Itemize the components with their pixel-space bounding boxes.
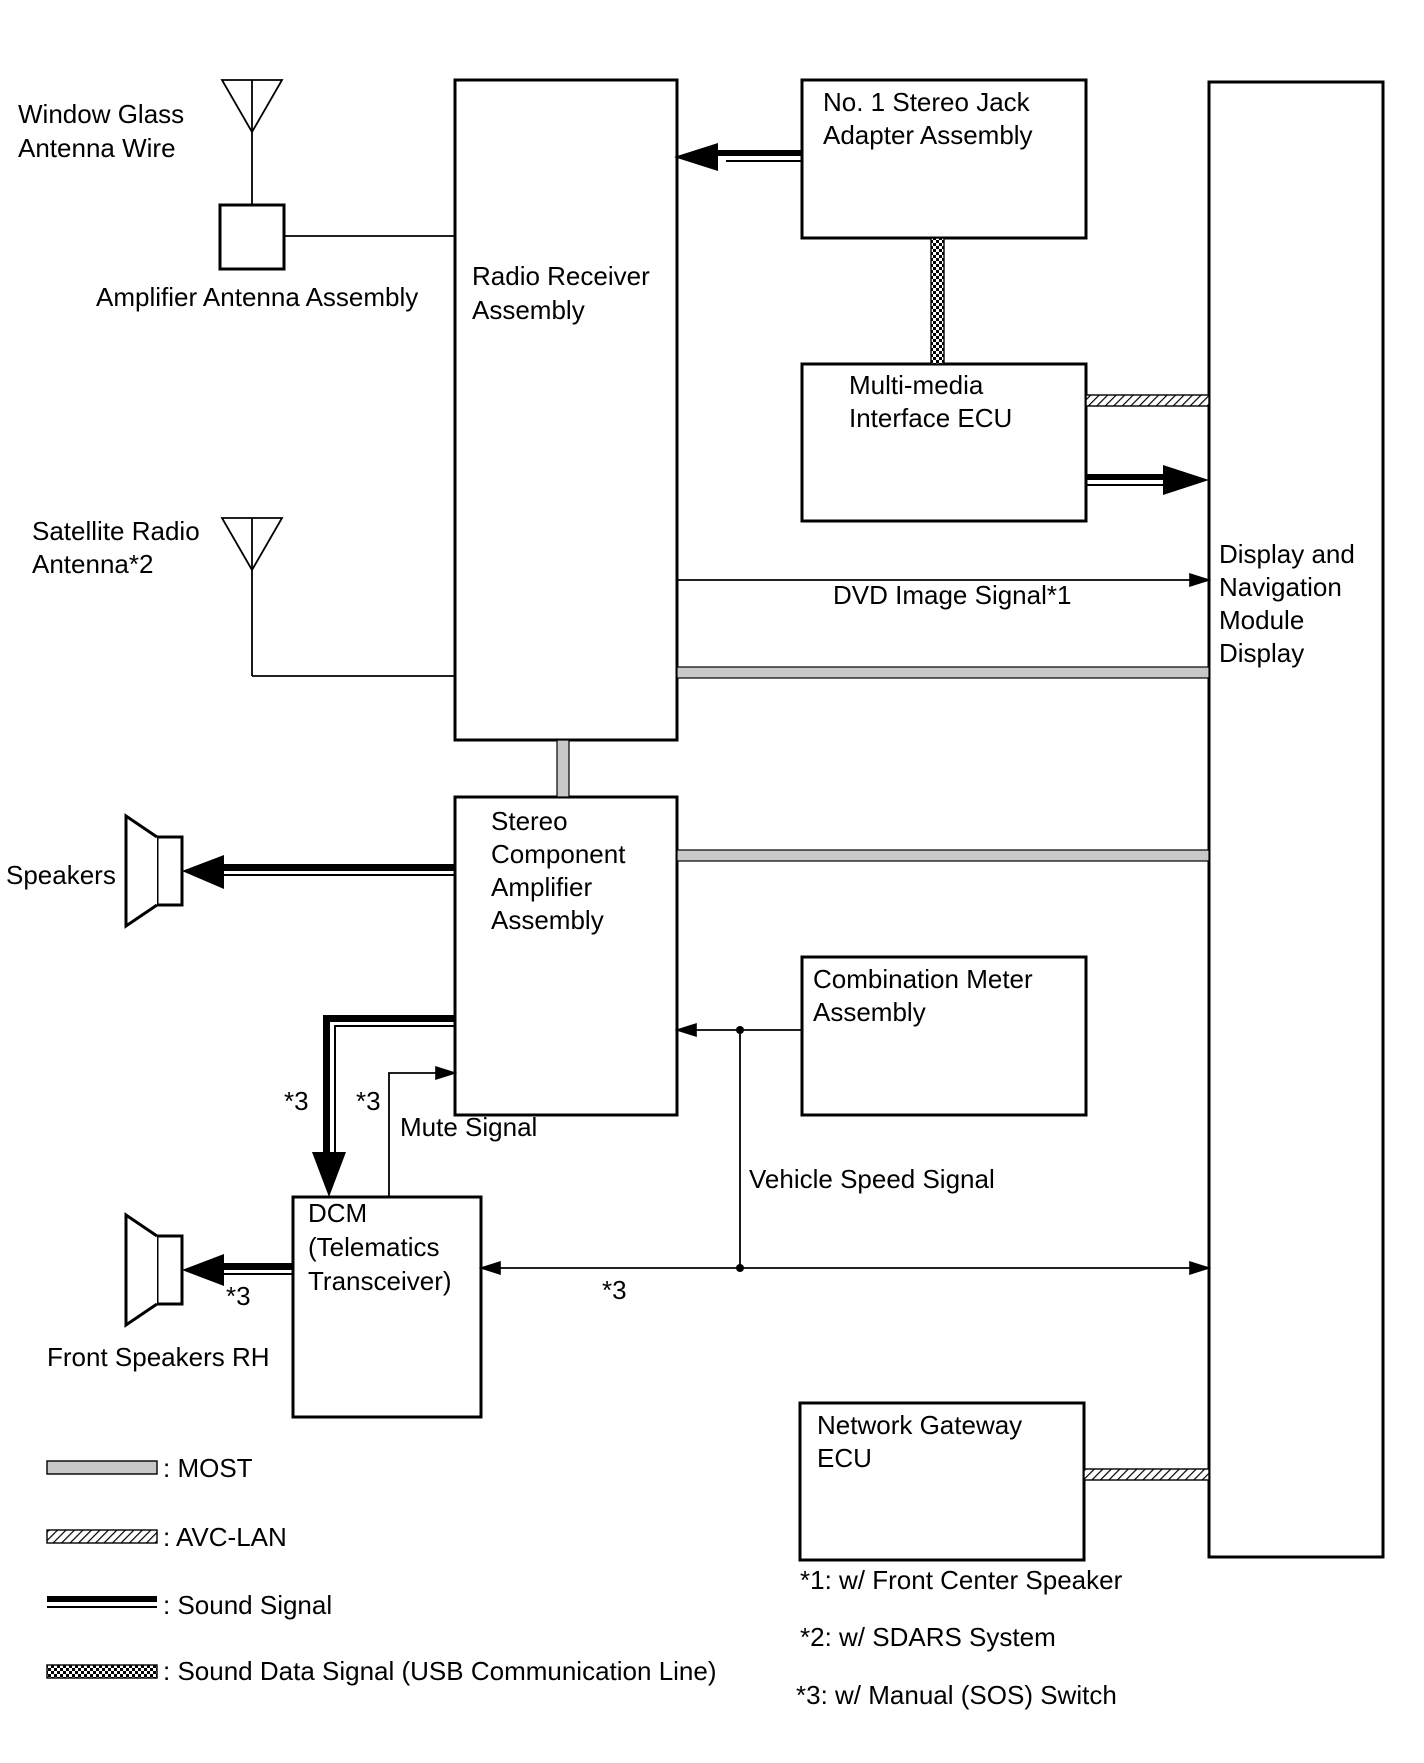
note-3: *3: w/ Manual (SOS) Switch: [796, 1680, 1117, 1710]
legend-avc-lan-symbol: [46, 1529, 158, 1544]
dvd-image-signal-label: DVD Image Signal*1: [833, 580, 1071, 610]
network-gateway-box: [798, 1401, 1086, 1562]
note-1: *1: w/ Front Center Speaker: [800, 1565, 1123, 1595]
satellite-antenna-label: Satellite Radio Antenna*2: [32, 516, 207, 579]
vehicle-speed-signal-label: Vehicle Speed Signal: [749, 1164, 995, 1194]
avc-lan-gateway-to-display-line: [1083, 1468, 1210, 1481]
stereo-jack-label: No. 1 Stereo Jack Adapter Assembly: [823, 87, 1037, 150]
speakers-label: Speakers: [6, 860, 116, 890]
stereo-amp-label: Stereo Component Amplifier Assembly: [491, 806, 633, 935]
legend-avc-lan-label: : AVC-LAN: [163, 1522, 287, 1552]
mark-3-label: *3: [602, 1275, 627, 1305]
sound-jack-to-radio-line: [674, 143, 802, 171]
multimedia-ecu-box: [800, 362, 1088, 523]
front-speakers-rh-icon: [124, 1212, 184, 1328]
avc-lan-ecu-to-display-line: [1085, 394, 1210, 407]
legend-usb-symbol: [46, 1664, 158, 1679]
window-glass-antenna-label: Window Glass Antenna Wire: [18, 99, 191, 163]
multimedia-ecu-label: Multi-media Interface ECU: [849, 370, 1012, 433]
sound-ecu-to-display-line: [1086, 465, 1209, 495]
speakers-icon: [124, 813, 184, 929]
sound-amp-to-speakers-line: [182, 855, 455, 889]
amplifier-antenna-label: Amplifier Antenna Assembly: [96, 282, 418, 312]
front-speakers-rh-label: Front Speakers RH: [47, 1342, 270, 1372]
most-amp-to-display-line: [676, 849, 1210, 862]
sound-dcm-to-front-speakers-line: [182, 1254, 293, 1286]
radio-receiver-box: [453, 78, 679, 742]
display-nav-label: Display and Navigation Module Display: [1219, 539, 1362, 668]
most-radio-to-amp-line: [556, 739, 570, 798]
display-nav-box: [1207, 80, 1385, 1559]
note-2: *2: w/ SDARS System: [800, 1622, 1056, 1652]
combination-meter-box: [800, 955, 1088, 1117]
legend-most-symbol: [46, 1460, 158, 1475]
satellite-antenna-icon: [220, 517, 455, 677]
mark-3-label: *3: [284, 1086, 309, 1116]
mute-signal-line: [388, 1066, 458, 1197]
junction-dot: [736, 1264, 744, 1272]
legend-usb-label: : Sound Data Signal (USB Communication L…: [163, 1656, 717, 1686]
most-radio-to-display-line: [676, 666, 1210, 679]
dcm-box: [291, 1195, 483, 1419]
legend-sound-label: : Sound Signal: [163, 1590, 332, 1620]
stereo-jack-box: [800, 78, 1088, 240]
mute-signal-label: Mute Signal: [400, 1112, 537, 1142]
usb-jack-to-ecu-line: [930, 237, 945, 365]
network-gateway-label: Network Gateway ECU: [817, 1410, 1029, 1473]
junction-dot: [736, 1026, 744, 1034]
dcm-label: DCM (Telematics Transceiver): [308, 1198, 452, 1296]
mark-3-label: *3: [356, 1086, 381, 1116]
legend-most-label: : MOST: [163, 1453, 253, 1483]
mark-3-label: *3: [226, 1281, 251, 1311]
sound-amp-to-dcm-line: [312, 1015, 455, 1197]
radio-receiver-label: Radio Receiver Assembly: [472, 261, 657, 325]
window-glass-antenna-icon: [220, 79, 284, 205]
combination-meter-label: Combination Meter Assembly: [813, 964, 1040, 1027]
amplifier-antenna-icon: [218, 203, 286, 271]
legend-sound-symbol: [47, 1596, 157, 1608]
